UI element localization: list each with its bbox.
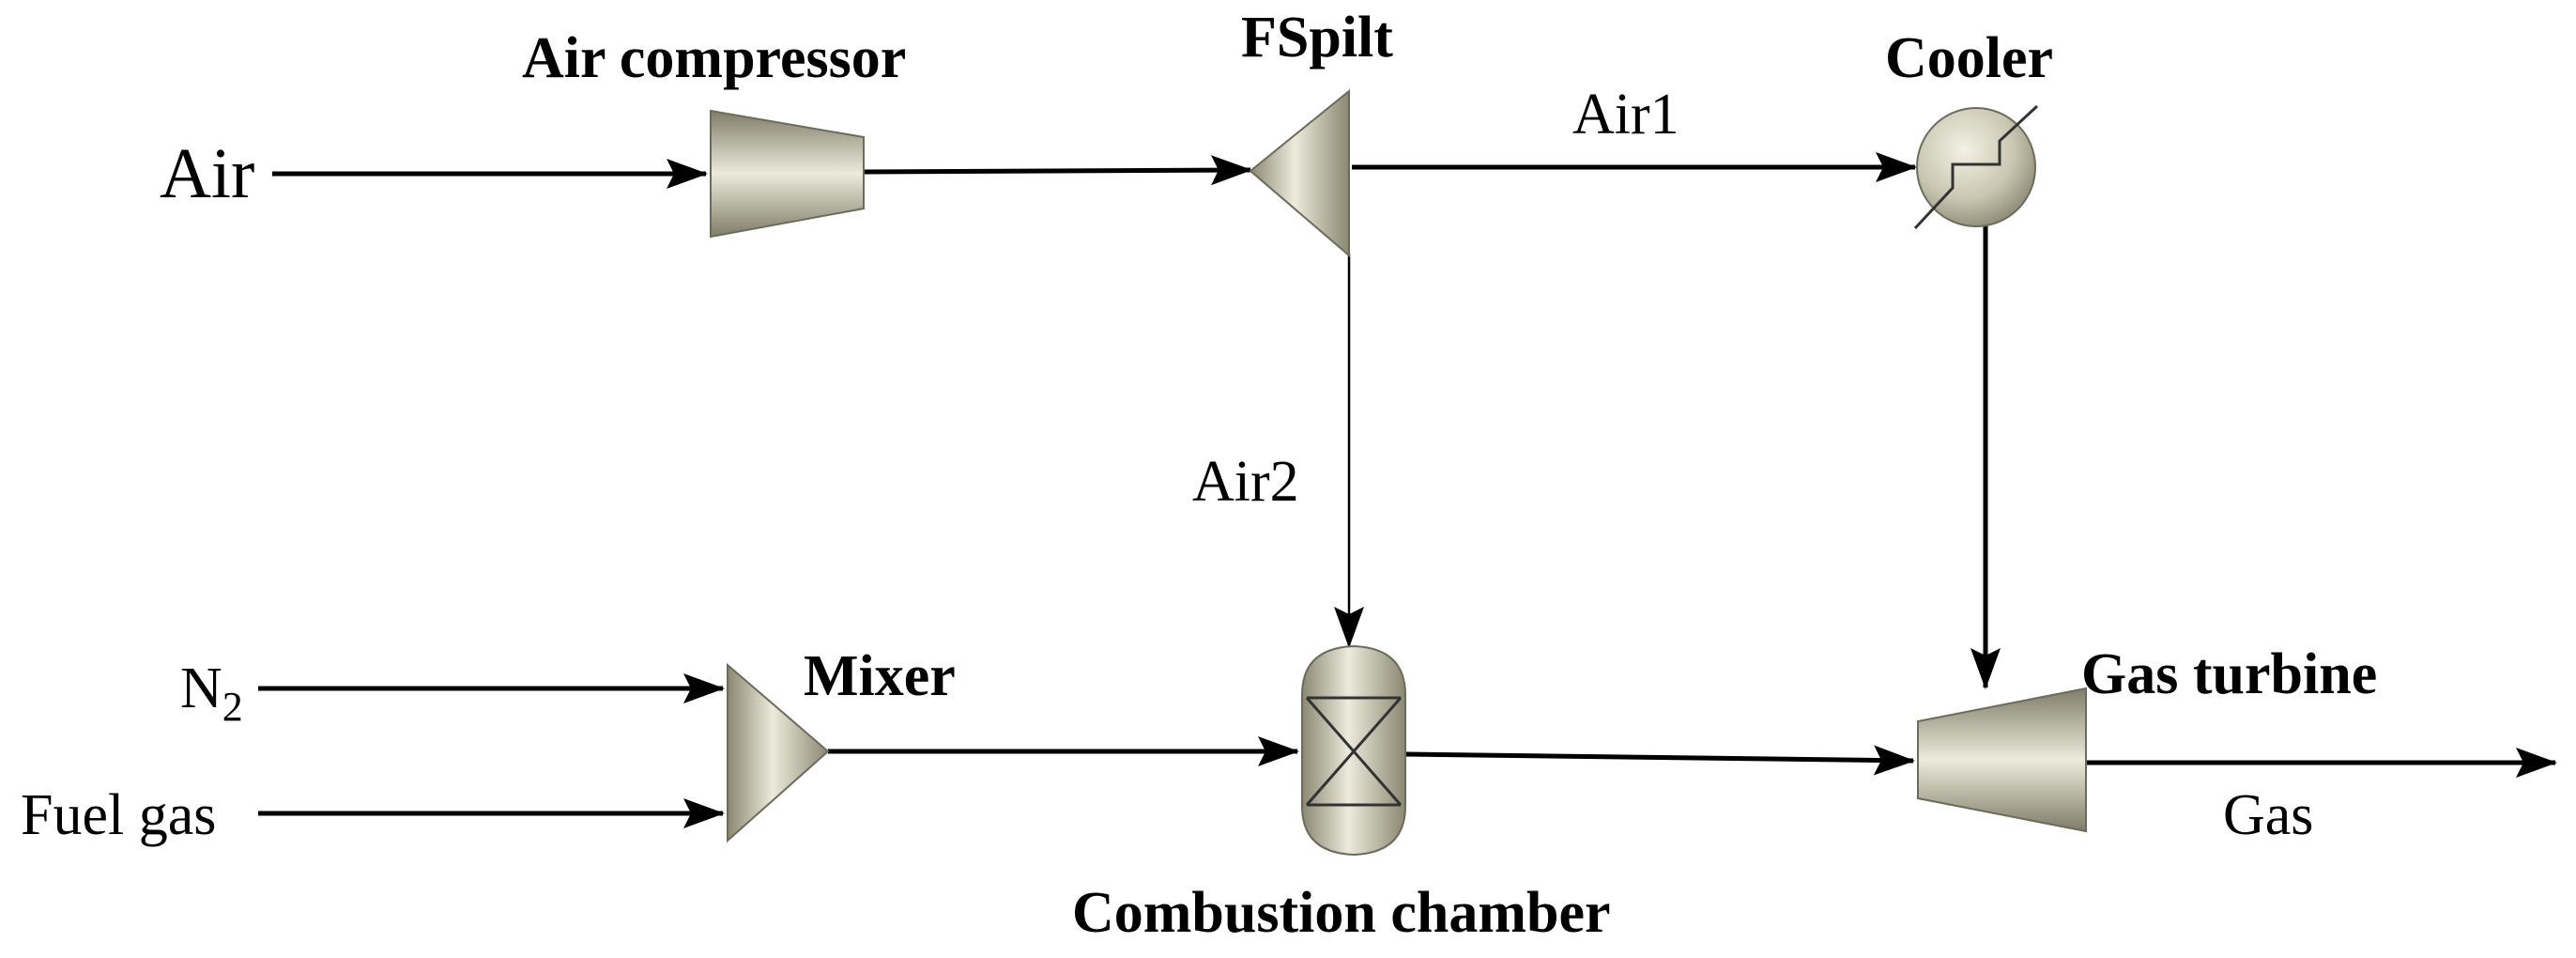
stream-compressed-air-line — [863, 155, 1252, 186]
label-stream-n2-subscript: 2 — [222, 684, 243, 730]
label-cooler: Cooler — [1885, 26, 2053, 90]
label-stream-air1: Air1 — [1572, 83, 1679, 147]
mixer-unit — [727, 662, 830, 843]
combustion-chamber-unit — [1301, 644, 1406, 857]
label-stream-air: Air — [160, 134, 254, 213]
label-gas-turbine: Gas turbine — [2081, 642, 2377, 706]
gas-turbine-unit — [1917, 687, 2087, 833]
label-stream-air2: Air2 — [1192, 450, 1299, 514]
label-stream-gas: Gas — [2223, 783, 2313, 847]
label-stream-fuel-gas: Fuel gas — [21, 783, 216, 847]
label-combustion-chamber: Combustion chamber — [1072, 881, 1611, 945]
air-compressor-unit — [710, 109, 865, 239]
fsplit-unit — [1249, 88, 1350, 258]
label-mixer: Mixer — [804, 644, 956, 708]
stream-combustor-out-line — [1405, 745, 1915, 776]
label-fsplit: FSpilt — [1241, 6, 1393, 70]
label-stream-n2-base: N — [180, 657, 222, 720]
cooler-unit — [1913, 104, 2039, 230]
label-stream-n2: N2 — [180, 657, 243, 730]
label-air-compressor: Air compressor — [522, 26, 906, 90]
